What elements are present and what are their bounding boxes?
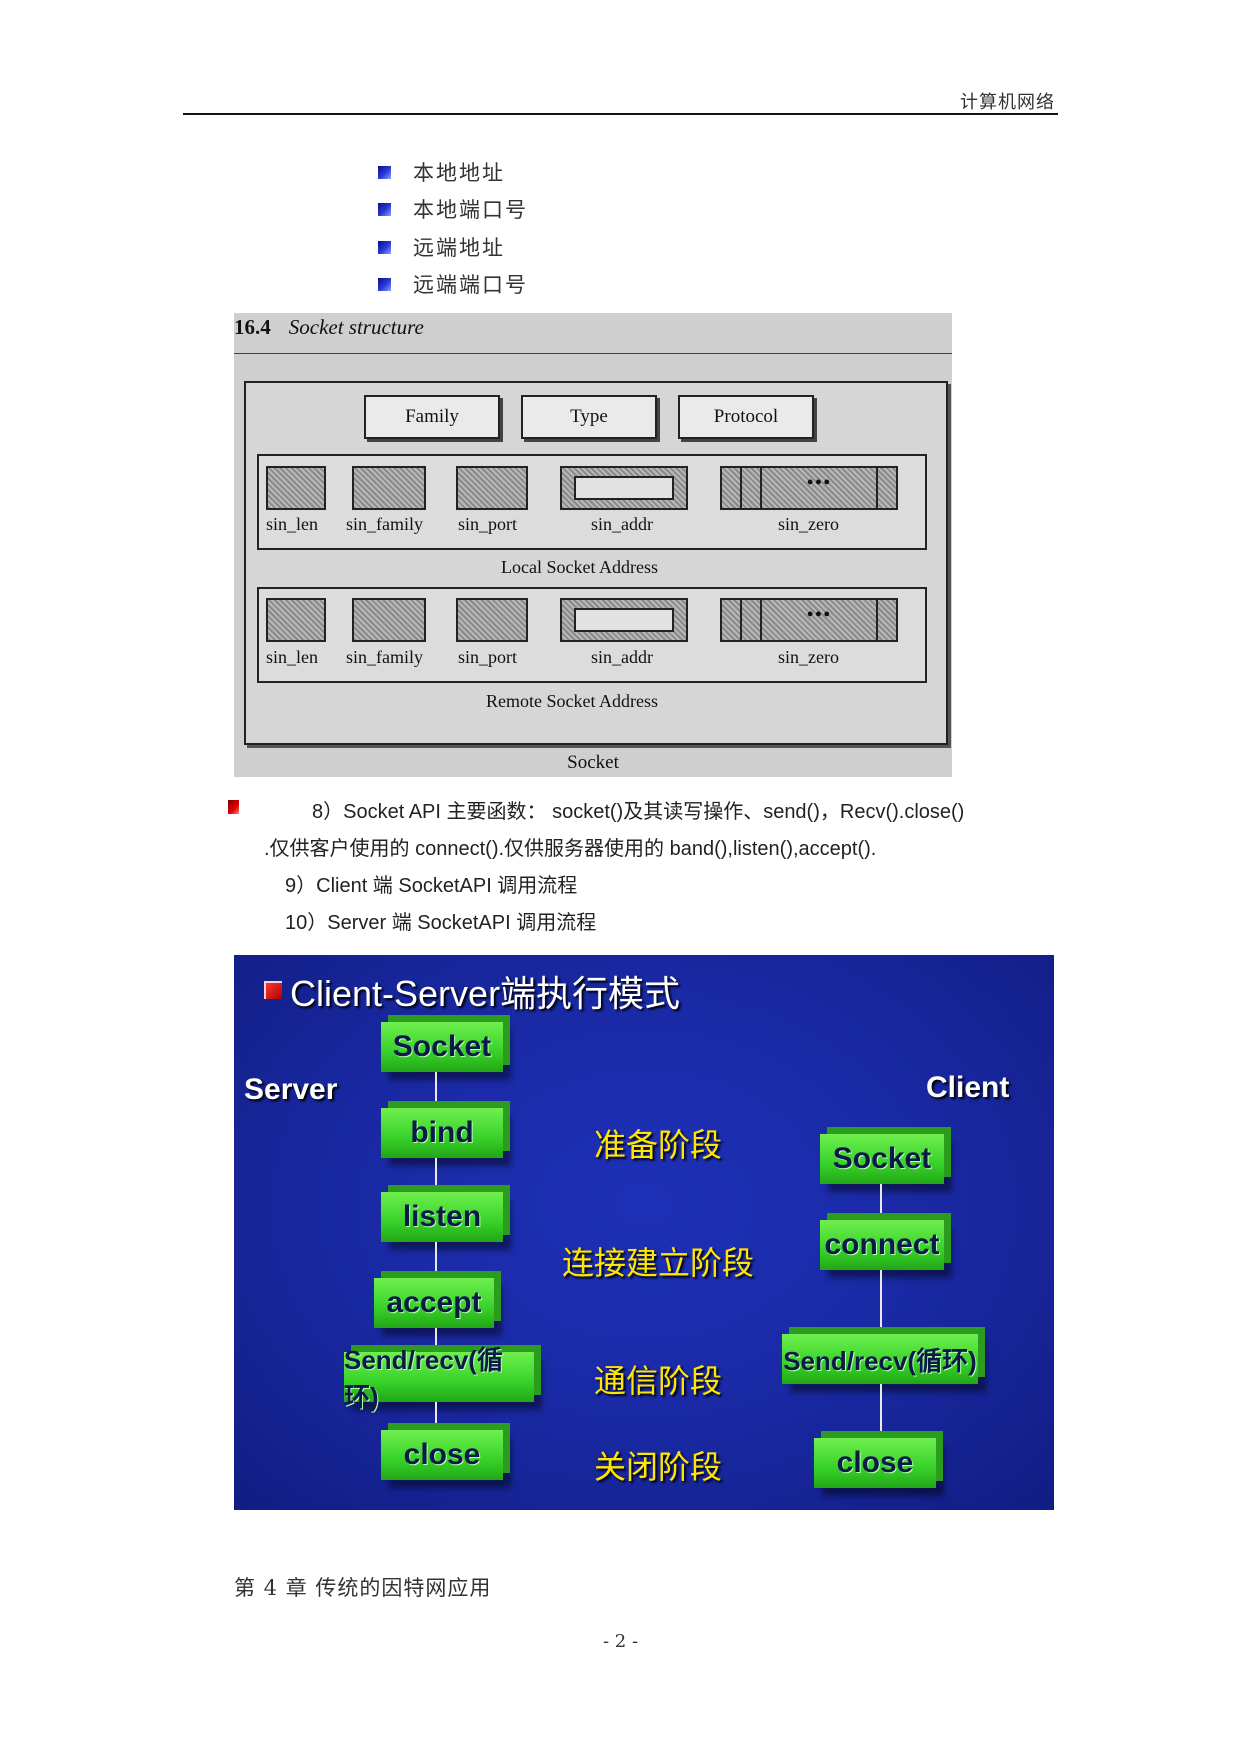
flow-arrow bbox=[430, 1242, 442, 1280]
flow-arrow bbox=[875, 1270, 887, 1336]
figure-title: Client-Server端执行模式 bbox=[290, 973, 681, 1014]
ellipsis-dots: ••• bbox=[807, 472, 832, 492]
figure-number: 16.4 bbox=[234, 315, 271, 339]
list-item: 远端端口号 bbox=[378, 269, 528, 299]
title-bullet-icon bbox=[264, 981, 282, 999]
server-socket-step: Socket bbox=[381, 1022, 503, 1072]
ellipsis-dots: ••• bbox=[807, 604, 832, 624]
flow-arrow bbox=[430, 1158, 442, 1194]
caption-rule bbox=[234, 353, 952, 354]
client-send-recv-step: Send/recv(循环) bbox=[782, 1334, 978, 1384]
paragraph-line: .仅供客户使用的 connect().仅供服务器使用的 band(),liste… bbox=[264, 838, 877, 860]
socket-structure-figure: 16.4 Socket structure Family Type Protoco… bbox=[234, 313, 952, 777]
sin-family-label: sin_family bbox=[346, 647, 423, 667]
remote-address-label: Remote Socket Address bbox=[486, 691, 658, 711]
list-item: 本地端口号 bbox=[378, 194, 528, 224]
zero-divider bbox=[760, 600, 762, 640]
chapter-title: 第 4 章 传统的因特网应用 bbox=[234, 1576, 492, 1600]
client-server-flow-figure: Client-Server端执行模式 Server Client Socket … bbox=[234, 955, 1054, 1510]
phase-connect: 连接建立阶段 bbox=[562, 1245, 755, 1281]
flow-arrow bbox=[430, 1072, 442, 1110]
sin-port-label: sin_port bbox=[458, 514, 518, 534]
phase-close: 关闭阶段 bbox=[594, 1449, 723, 1485]
server-bind-step: bind bbox=[381, 1108, 503, 1158]
list-item-text: 本地端口号 bbox=[413, 198, 528, 222]
sin-len-field bbox=[266, 466, 326, 510]
figure-caption: 16.4 Socket structure bbox=[234, 315, 424, 340]
sin-port-label: sin_port bbox=[458, 647, 518, 667]
square-bullet-icon bbox=[378, 165, 391, 179]
flow-arrow bbox=[875, 1384, 887, 1440]
figure-title: Socket structure bbox=[288, 315, 424, 339]
phase-communicate: 通信阶段 bbox=[594, 1363, 723, 1399]
client-close-step: close bbox=[814, 1438, 936, 1488]
zero-divider bbox=[760, 468, 762, 508]
flow-arrow bbox=[430, 1402, 442, 1432]
server-listen-step: listen bbox=[381, 1192, 503, 1242]
socket-label: Socket bbox=[567, 752, 619, 773]
header-rule bbox=[183, 113, 1058, 115]
sin-addr-field bbox=[560, 598, 688, 642]
sin-zero-label: sin_zero bbox=[778, 514, 839, 534]
server-accept-step: accept bbox=[374, 1278, 494, 1328]
sin-len-label: sin_len bbox=[266, 514, 318, 534]
square-bullet-icon bbox=[378, 277, 391, 291]
list-item-text: 远端端口号 bbox=[413, 273, 528, 297]
sin-family-label: sin_family bbox=[346, 514, 423, 534]
sin-zero-label: sin_zero bbox=[778, 647, 839, 667]
sin-zero-field: ••• bbox=[720, 466, 898, 510]
red-bullet-icon bbox=[228, 800, 239, 814]
flow-arrow bbox=[875, 1184, 887, 1222]
type-field: Type bbox=[521, 395, 657, 439]
sin-addr-label: sin_addr bbox=[591, 647, 653, 667]
family-field: Family bbox=[364, 395, 500, 439]
client-connect-step: connect bbox=[820, 1220, 944, 1270]
sin-port-field bbox=[456, 598, 528, 642]
paragraph-line: 10）Server 端 SocketAPI 调用流程 bbox=[285, 912, 597, 934]
zero-divider bbox=[876, 468, 878, 508]
phase-prepare: 准备阶段 bbox=[594, 1127, 723, 1163]
sin-port-field bbox=[456, 466, 528, 510]
sin-addr-inner bbox=[574, 608, 674, 632]
server-send-recv-step: Send/recv(循环) bbox=[344, 1345, 534, 1412]
paragraph-line: 8）Socket API 主要函数： socket()及其读写操作、send()… bbox=[312, 801, 965, 823]
page-number: - 2 - bbox=[602, 1631, 639, 1652]
square-bullet-icon bbox=[378, 240, 391, 254]
sin-family-field bbox=[352, 466, 426, 510]
list-item-text: 本地地址 bbox=[413, 161, 505, 185]
sin-len-field bbox=[266, 598, 326, 642]
paragraph-line: 9）Client 端 SocketAPI 调用流程 bbox=[285, 875, 578, 897]
zero-divider bbox=[740, 468, 742, 508]
sin-len-label: sin_len bbox=[266, 647, 318, 667]
sin-addr-inner bbox=[574, 476, 674, 500]
sin-addr-label: sin_addr bbox=[591, 514, 653, 534]
sin-zero-field: ••• bbox=[720, 598, 898, 642]
local-address-label: Local Socket Address bbox=[501, 557, 658, 577]
flow-arrow bbox=[430, 1328, 442, 1354]
square-bullet-icon bbox=[378, 202, 391, 216]
list-item: 本地地址 bbox=[378, 157, 505, 187]
server-label: Server bbox=[244, 1073, 338, 1106]
socket-outer-box bbox=[244, 381, 948, 745]
server-close-step: close bbox=[381, 1430, 503, 1480]
protocol-field: Protocol bbox=[678, 395, 814, 439]
sin-family-field bbox=[352, 598, 426, 642]
header-title: 计算机网络 bbox=[960, 92, 1055, 113]
zero-divider bbox=[740, 600, 742, 640]
list-item-text: 远端地址 bbox=[413, 236, 505, 260]
list-item: 远端地址 bbox=[378, 232, 505, 262]
client-socket-step: Socket bbox=[820, 1134, 944, 1184]
zero-divider bbox=[876, 600, 878, 640]
client-label: Client bbox=[926, 1071, 1010, 1104]
sin-addr-field bbox=[560, 466, 688, 510]
